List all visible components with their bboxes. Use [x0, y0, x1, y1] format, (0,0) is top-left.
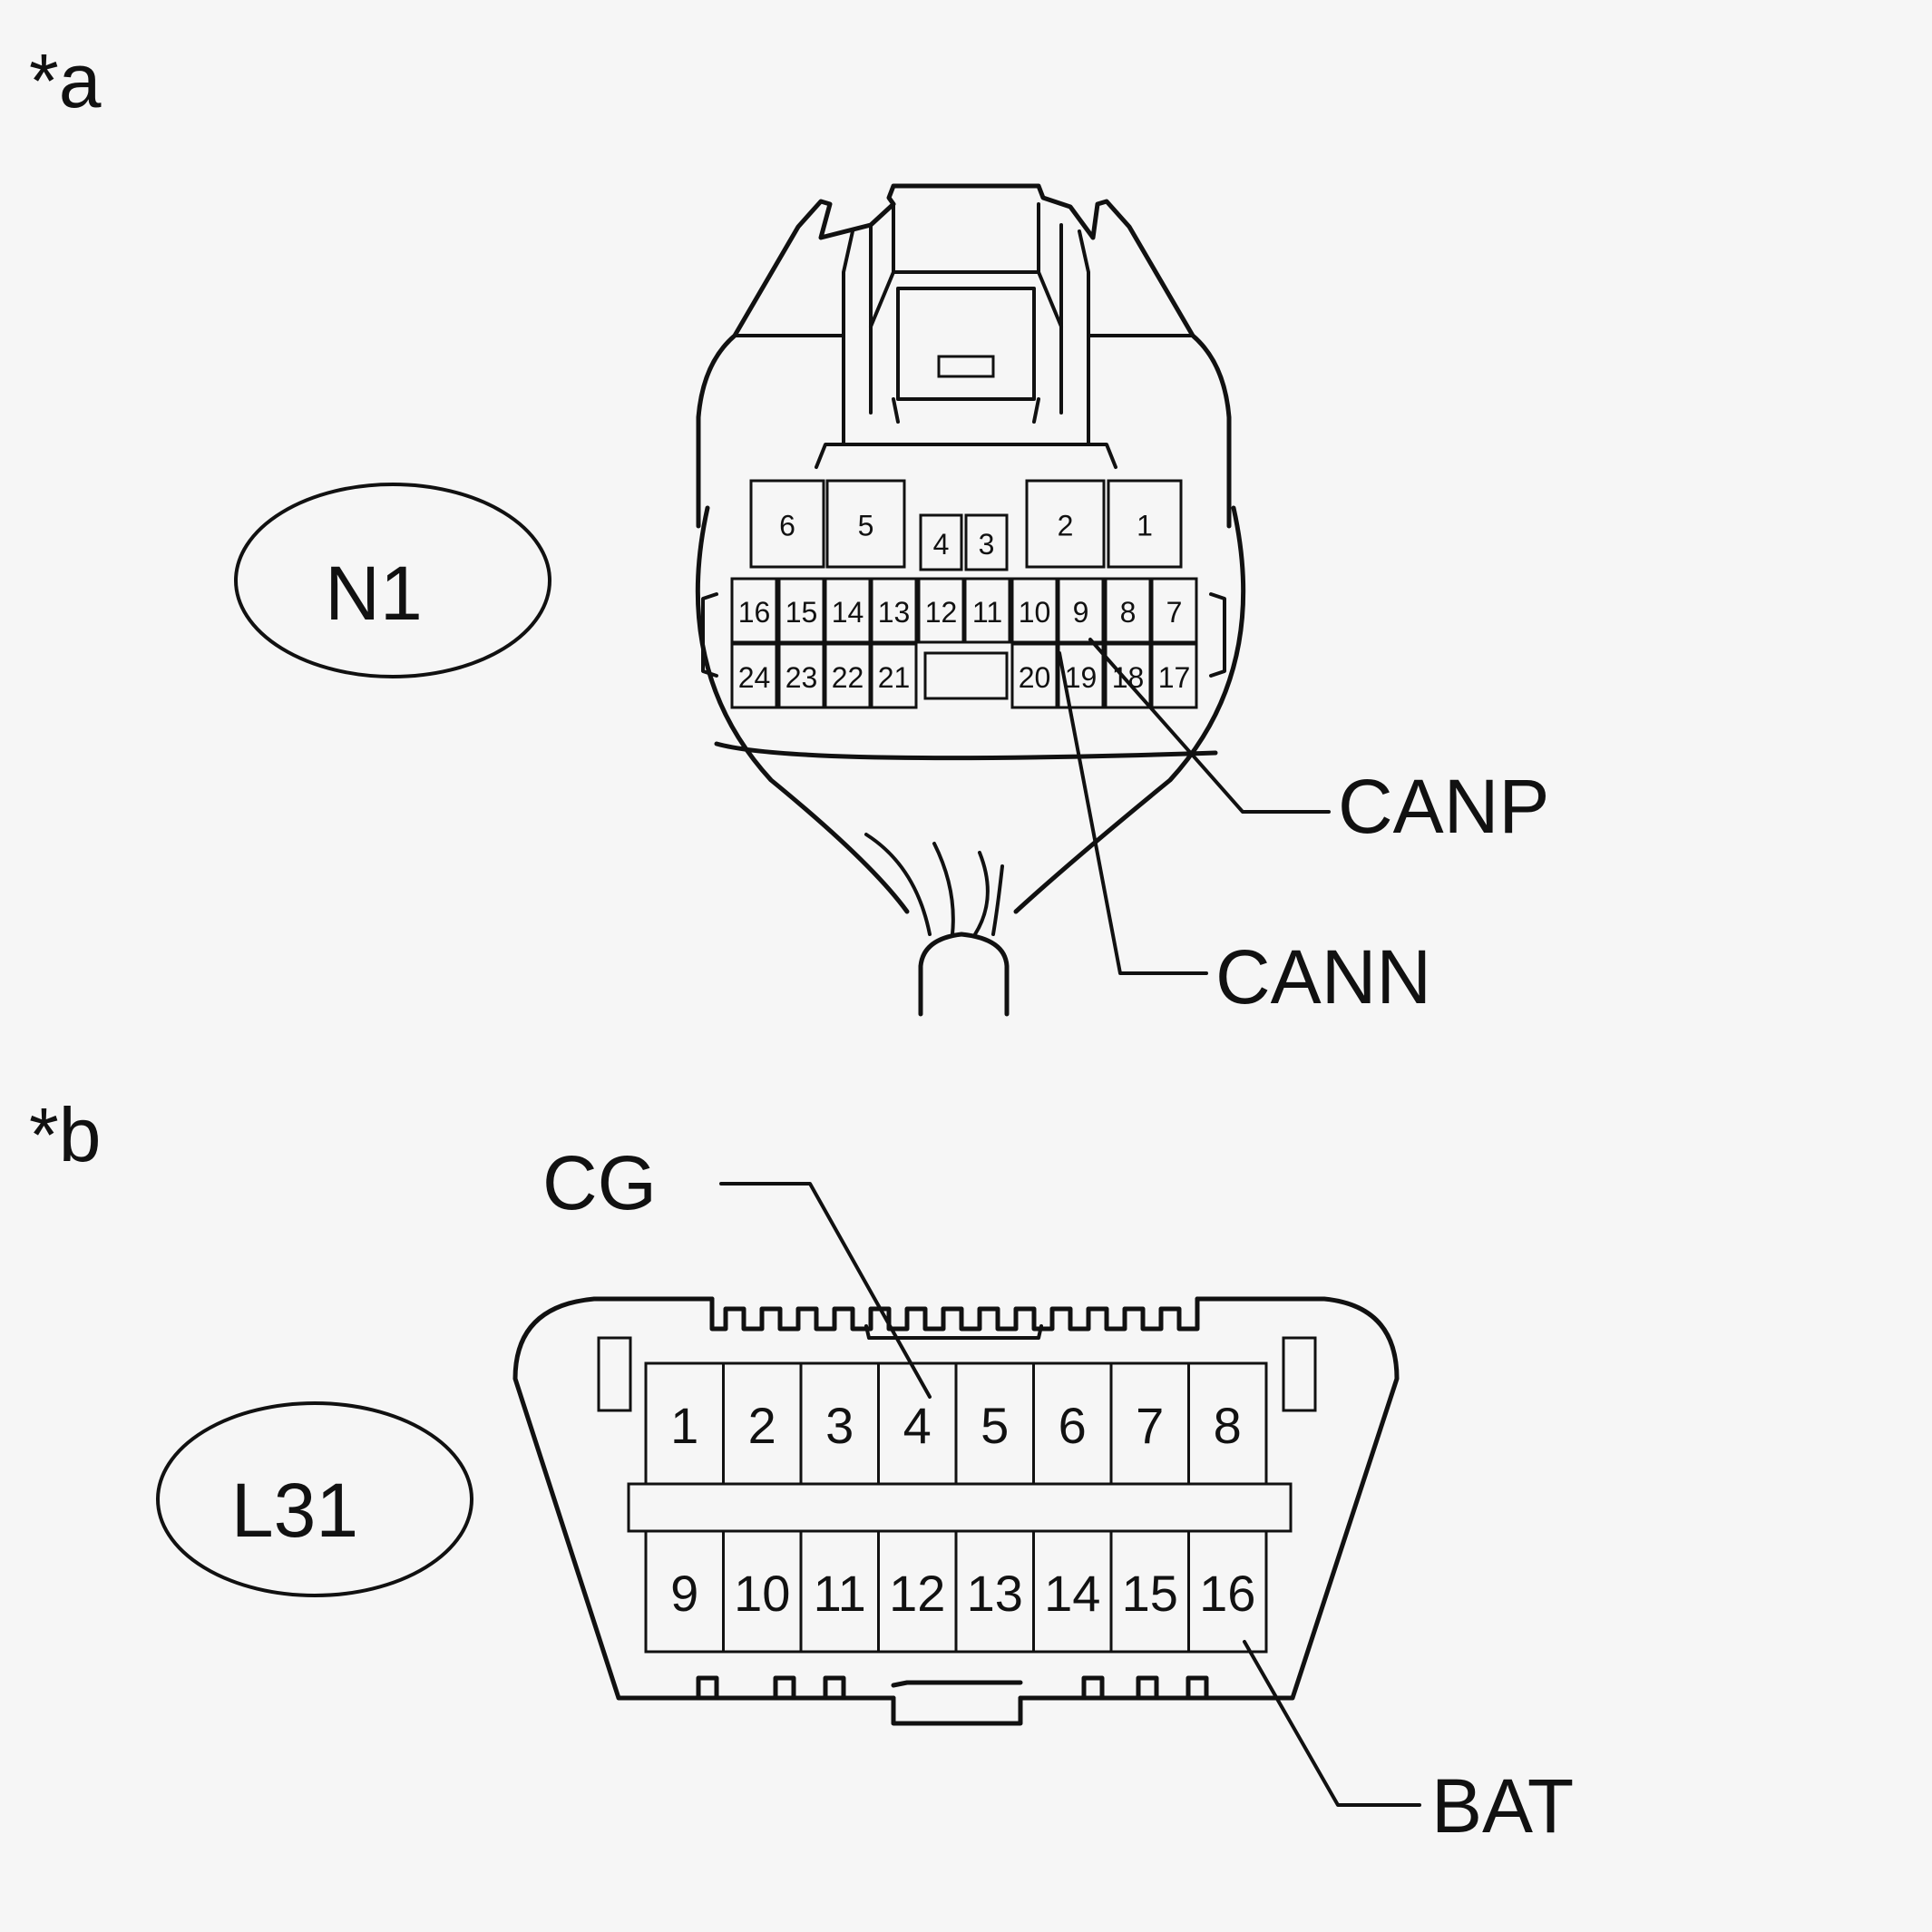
n1-pin-4: 4 [919, 513, 963, 571]
l31-pin-13: 13 [954, 1529, 1035, 1654]
n1-pin-16: 16 [730, 577, 778, 644]
connector-n1-body [695, 183, 1246, 1017]
n1-pin-14-label: 14 [832, 596, 864, 629]
n1-pin-20: 20 [1010, 642, 1059, 709]
l31-pin-12-label: 12 [889, 1565, 945, 1622]
l31-pin-7: 7 [1109, 1361, 1190, 1486]
n1-pin-5-label: 5 [858, 510, 874, 542]
n1-pin-11-label: 11 [972, 596, 1002, 629]
n1-pin-3: 3 [964, 513, 1009, 571]
l31-pin-10: 10 [722, 1529, 803, 1654]
n1-pin-22: 22 [824, 642, 872, 709]
n1-pin-18-label: 18 [1112, 661, 1145, 694]
n1-pin-11: 11 [963, 577, 1011, 644]
l31-pin-3-label: 3 [825, 1397, 854, 1454]
l31-pin-8: 8 [1187, 1361, 1268, 1486]
n1-pin-12: 12 [917, 577, 965, 644]
n1-pin-7: 7 [1150, 577, 1198, 644]
l31-pin-3: 3 [799, 1361, 880, 1486]
callout-canp: CANP [1338, 764, 1549, 849]
n1-pin-8-label: 8 [1120, 596, 1137, 629]
connector-n1-id: N1 [325, 551, 422, 636]
n1-pin-10: 10 [1010, 577, 1059, 644]
n1-pin-24-label: 24 [738, 661, 771, 694]
l31-pin-5-label: 5 [981, 1397, 1009, 1454]
n1-pin-13: 13 [870, 577, 918, 644]
n1-pin-4-label: 4 [933, 528, 950, 561]
l31-pin-1-label: 1 [670, 1397, 698, 1454]
n1-pin-7-label: 7 [1166, 596, 1183, 629]
l31-pin-2-label: 2 [748, 1397, 776, 1454]
l31-pin-4-label: 4 [903, 1397, 932, 1454]
n1-pin-2-label: 2 [1058, 510, 1074, 542]
callout-cg: CG [542, 1140, 657, 1225]
l31-pin-14: 14 [1032, 1529, 1113, 1654]
callout-cann: CANN [1215, 934, 1431, 1020]
n1-pin-15: 15 [777, 577, 825, 644]
callout-bat: BAT [1431, 1763, 1574, 1849]
n1-pin-1-label: 1 [1137, 510, 1153, 542]
l31-pin-16: 16 [1187, 1529, 1268, 1654]
l31-pin-9-label: 9 [670, 1565, 698, 1622]
l31-pin-8-label: 8 [1214, 1397, 1242, 1454]
l31-pin-9: 9 [644, 1529, 725, 1654]
n1-pin-2: 2 [1025, 479, 1106, 569]
n1-pin-15-label: 15 [785, 596, 818, 629]
l31-pin-15-label: 15 [1122, 1565, 1178, 1622]
n1-pin-14: 14 [824, 577, 872, 644]
figure-b-marker: *b [29, 1092, 101, 1177]
n1-pin-5: 5 [825, 479, 906, 569]
n1-pin-6-label: 6 [779, 510, 795, 542]
n1-pin-16-label: 16 [738, 596, 771, 629]
l31-pin-11: 11 [799, 1529, 880, 1654]
l31-pin-12: 12 [877, 1529, 958, 1654]
n1-center-latch [923, 651, 1009, 700]
l31-pin-16-label: 16 [1199, 1565, 1255, 1622]
n1-pin-6: 6 [749, 479, 825, 569]
cann-leader-line [1058, 651, 1208, 975]
l31-pin-11-label: 11 [814, 1565, 866, 1622]
n1-pin-9: 9 [1057, 577, 1105, 644]
l31-pin-13-label: 13 [967, 1565, 1023, 1622]
l31-pin-7-label: 7 [1136, 1397, 1164, 1454]
l31-pin-6: 6 [1032, 1361, 1113, 1486]
l31-pin-10-label: 10 [734, 1565, 790, 1622]
n1-pin-12-label: 12 [925, 596, 958, 629]
n1-pin-10-label: 10 [1019, 596, 1051, 629]
l31-pin-4: 4 [877, 1361, 958, 1486]
n1-pin-24: 24 [730, 642, 778, 709]
l31-pin-1: 1 [644, 1361, 725, 1486]
n1-pin-1: 1 [1107, 479, 1183, 569]
n1-pin-17-label: 17 [1158, 661, 1191, 694]
l31-pin-6-label: 6 [1059, 1397, 1087, 1454]
n1-pin-9-label: 9 [1073, 596, 1089, 629]
n1-pin-22-label: 22 [832, 661, 864, 694]
n1-pin-17: 17 [1150, 642, 1198, 709]
n1-pin-19-label: 19 [1065, 661, 1098, 694]
n1-pin-20-label: 20 [1019, 661, 1051, 694]
l31-pin-15: 15 [1109, 1529, 1190, 1654]
l31-pin-2: 2 [722, 1361, 803, 1486]
l31-pin-5: 5 [954, 1361, 1035, 1486]
n1-pin-23-label: 23 [785, 661, 818, 694]
connector-n1-label: N1 [234, 483, 551, 678]
n1-pin-21: 21 [870, 642, 918, 709]
n1-pin-23: 23 [777, 642, 825, 709]
n1-pin-21-label: 21 [878, 661, 911, 694]
bat-leader-line [1243, 1640, 1421, 1807]
connector-l31-label: L31 [156, 1401, 473, 1597]
cg-leader-line [719, 1182, 932, 1399]
connector-l31-body [512, 1296, 1400, 1726]
n1-pin-3-label: 3 [979, 528, 995, 561]
l31-pin-14-label: 14 [1044, 1565, 1100, 1622]
connector-l31-id: L31 [231, 1468, 358, 1553]
canp-leader-line [1088, 638, 1331, 814]
figure-a-marker: *a [29, 38, 102, 123]
n1-pin-13-label: 13 [878, 596, 911, 629]
n1-pin-8: 8 [1104, 577, 1152, 644]
